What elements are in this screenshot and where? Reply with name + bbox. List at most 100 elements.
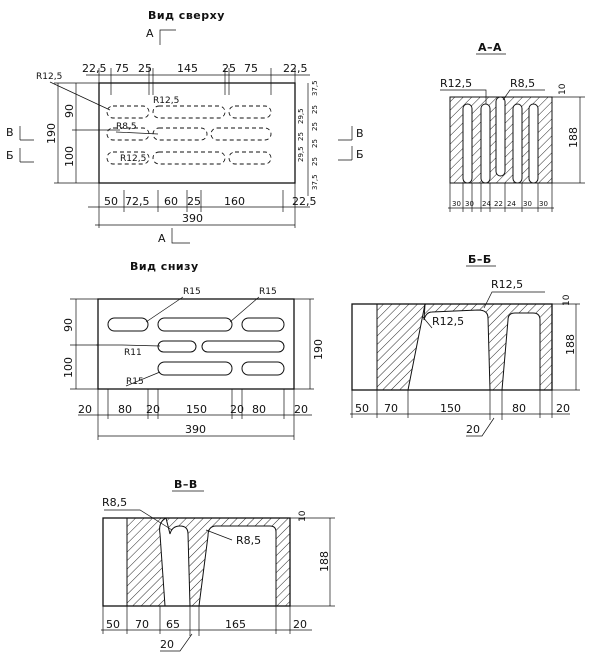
bottom-view-outline	[97, 298, 295, 390]
top-slot-2	[152, 105, 226, 119]
top-slot-7	[106, 151, 150, 165]
vv-dim-5: 20	[293, 618, 307, 631]
bottom-dim-7: 20	[294, 403, 308, 416]
top-right-dim-5: 25	[311, 157, 319, 166]
bottom-slot-6	[157, 361, 233, 376]
section-aa: А–А R12,5 R8,5 10 188 30 30 24 22 24 30 …	[440, 41, 585, 212]
top-radius-leader-3	[115, 131, 159, 135]
aa-bottom-dim-3: 24	[482, 200, 491, 208]
bb-top-dim: 10	[562, 294, 572, 306]
top-dim-6: 75	[244, 62, 258, 75]
bottom-total-width: 390	[185, 423, 206, 436]
bottom-height: 190	[312, 339, 325, 360]
aa-hole-4	[512, 103, 523, 184]
side-mark-b-right: Б	[356, 148, 364, 161]
section-vv: В–В R8,5 R8,5 10 188 50 70 65 165 20 20	[101, 478, 335, 652]
aa-radius-left: R12,5	[440, 77, 472, 90]
top-slot-3	[228, 105, 272, 119]
top-slot-5	[152, 127, 208, 141]
top-slot-6	[210, 127, 272, 141]
bottom-left-dim-90: 90	[62, 318, 75, 332]
bb-web-left	[376, 303, 426, 391]
top-right-dim-2: 25	[311, 105, 319, 114]
top-slot-1	[106, 105, 150, 119]
top-slot-4	[106, 127, 150, 141]
bottom-slot-1	[107, 317, 149, 332]
section-vv-title: В–В	[174, 478, 198, 491]
bottom-radius-2: R15	[259, 287, 277, 297]
top-radius-1: R12,5	[36, 72, 62, 82]
aa-bottom-dim-1: 30	[452, 200, 461, 208]
vv-web-left	[126, 517, 167, 607]
bottom-radius-1: R15	[183, 287, 201, 297]
top-slot-8	[152, 151, 226, 165]
bb-dim-under: 20	[466, 423, 480, 436]
aa-bottom-dim-2: 30	[465, 200, 474, 208]
bb-radius-inner: R12,5	[432, 315, 464, 328]
bottom-dim-4: 150	[186, 403, 207, 416]
bottom-left-dim-100: 100	[62, 357, 75, 378]
section-arrow-a-bottom	[171, 228, 190, 244]
top-right-small-1: 29,5	[297, 108, 305, 124]
bottom-slot-5	[201, 340, 285, 353]
bottom-slot-4	[157, 340, 197, 353]
section-bb: Б–Б R12,5 R12,5 10 188 50 70 150 80 20 2…	[350, 253, 580, 437]
vv-dim-under: 20	[160, 638, 174, 651]
bottom-dim-1: 50	[104, 195, 118, 208]
bottom-dim-4: 25	[187, 195, 201, 208]
aa-bottom-dim-5: 24	[507, 200, 516, 208]
top-dim-3: 25	[138, 62, 152, 75]
top-dim-2: 75	[115, 62, 129, 75]
top-view: Вид сверху А 22,5 75 25 145 25 75 22,5	[6, 9, 364, 245]
section-bb-title: Б–Б	[468, 253, 492, 266]
top-right-dim-1: 37,5	[311, 80, 319, 96]
vv-height: 188	[318, 551, 331, 572]
bb-radius-top: R12,5	[491, 278, 523, 291]
bottom-dim-ticks	[98, 183, 296, 228]
top-radius-leader-1	[49, 81, 111, 111]
bottom-slot-2	[157, 317, 233, 332]
top-dim-1: 22,5	[82, 62, 107, 75]
top-right-dim-3: 25	[311, 122, 319, 131]
vv-dim-4: 165	[225, 618, 246, 631]
aa-top-dim: 10	[558, 83, 568, 95]
vv-web-right	[165, 517, 291, 607]
bottom-slot-3	[241, 317, 285, 332]
bottom-dim-1: 20	[78, 403, 92, 416]
top-radius-4: R12,5	[120, 154, 146, 164]
top-right-small-2: 25	[297, 132, 305, 141]
top-dim-7: 22,5	[283, 62, 308, 75]
aa-bottom-dim-7: 30	[539, 200, 548, 208]
vv-top-dim: 10	[298, 510, 308, 522]
side-mark-v-left: В	[6, 126, 14, 139]
top-left-dim-190: 190	[45, 123, 58, 144]
top-left-dim-90: 90	[63, 104, 76, 118]
top-right-dim-6: 37,5	[311, 174, 319, 190]
top-right-dim-4: 25	[311, 139, 319, 148]
bottom-dim-6: 22,5	[292, 195, 317, 208]
top-view-title: Вид сверху	[148, 9, 225, 22]
bb-height: 188	[564, 334, 577, 355]
bb-dim-4: 80	[512, 402, 526, 415]
top-dim-4: 145	[177, 62, 198, 75]
bottom-dim-6: 80	[252, 403, 266, 416]
bb-dim-3: 150	[440, 402, 461, 415]
section-mark-a-top: А	[146, 27, 154, 40]
bb-web-right	[423, 303, 553, 391]
aa-radius-right: R8,5	[510, 77, 535, 90]
vv-dim-2: 70	[135, 618, 149, 631]
vv-dim-1: 50	[106, 618, 120, 631]
side-mark-v-right: В	[356, 127, 364, 140]
top-view-outline	[98, 82, 296, 184]
vv-radius-right: R8,5	[236, 534, 261, 547]
aa-hole-5	[528, 103, 539, 184]
vv-radius-left: R8,5	[102, 496, 127, 509]
bottom-dim-3: 60	[164, 195, 178, 208]
bottom-dim-5: 160	[224, 195, 245, 208]
bottom-dim-2: 72,5	[125, 195, 150, 208]
vv-dim-3: 65	[166, 618, 180, 631]
aa-hole-1	[462, 103, 473, 184]
top-dim-ticks	[98, 68, 296, 95]
bottom-view-title: Вид снизу	[130, 260, 199, 273]
